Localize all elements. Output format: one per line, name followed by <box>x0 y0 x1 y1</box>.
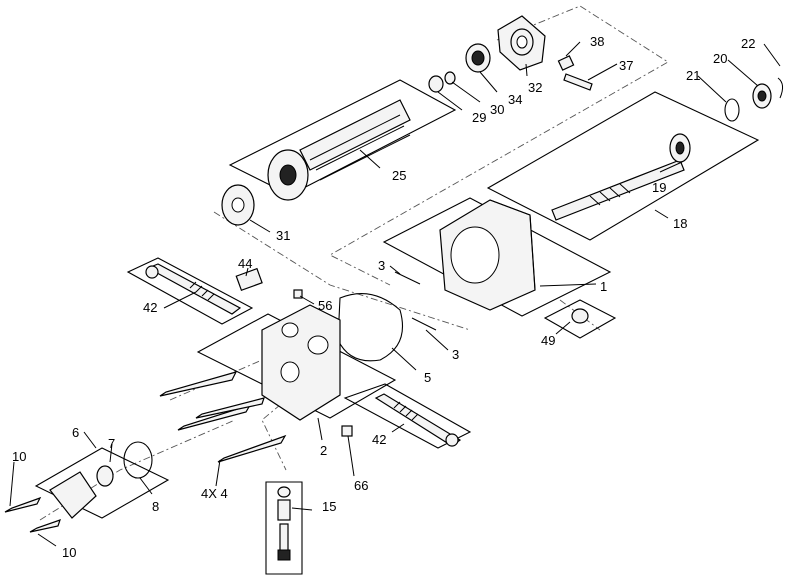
part-30-ring <box>444 71 456 85</box>
callout-30: 30 <box>490 102 504 117</box>
callout-6: 6 <box>72 425 79 440</box>
callout-66: 66 <box>354 478 368 493</box>
part-34-ring <box>465 43 491 73</box>
part-38-block <box>557 55 575 71</box>
part-66-plug <box>341 425 353 437</box>
part-29-seal <box>428 75 444 93</box>
part-6-cover <box>49 465 114 519</box>
callout-1: 1 <box>600 279 607 294</box>
callout-42-upper: 42 <box>143 300 157 315</box>
part-10-screw-upper <box>4 496 42 513</box>
callout-4x4: 4X 4 <box>201 486 228 501</box>
callout-3-upper: 3 <box>378 258 385 273</box>
callout-56: 56 <box>318 298 332 313</box>
part-31-port-plate <box>221 184 255 226</box>
part-49-bearing <box>571 308 589 324</box>
part-21-ring <box>724 98 740 122</box>
frame-49 <box>543 299 617 339</box>
callout-7: 7 <box>108 436 115 451</box>
callout-8: 8 <box>152 499 159 514</box>
part-18-shaft <box>551 159 685 221</box>
part-56-plug <box>293 289 303 299</box>
callout-20: 20 <box>713 51 727 66</box>
frame-18 <box>486 91 760 241</box>
callout-34: 34 <box>508 92 522 107</box>
callout-19: 19 <box>652 180 666 195</box>
part-22-clip <box>777 77 784 99</box>
part-15-valve <box>277 486 291 561</box>
part-2-end-cap <box>261 304 341 421</box>
part-1-housing <box>439 199 536 311</box>
part-25-rotating-group <box>267 99 411 201</box>
callout-10-lower: 10 <box>62 545 76 560</box>
part-10-screw-lower <box>29 519 61 533</box>
callout-10-upper: 10 <box>12 449 26 464</box>
part-37-shaft <box>563 73 593 91</box>
callout-21: 21 <box>686 68 700 83</box>
callout-44: 44 <box>238 256 252 271</box>
part-3-pin-upper <box>394 271 421 285</box>
callout-42-lower: 42 <box>372 432 386 447</box>
callout-49: 49 <box>541 333 555 348</box>
part-42-valve-upper <box>145 263 242 315</box>
part-3-pin-lower <box>411 317 437 331</box>
callout-29: 29 <box>472 110 486 125</box>
part-42-valve-lower <box>374 393 462 447</box>
frame-15 <box>265 481 303 575</box>
callout-31: 31 <box>276 228 290 243</box>
callout-2: 2 <box>320 443 327 458</box>
part-5-gasket <box>337 293 404 362</box>
part-32-cover <box>497 15 546 71</box>
leader-lines <box>9 41 781 547</box>
parts <box>4 15 784 561</box>
callout-5: 5 <box>424 370 431 385</box>
callout-37: 37 <box>619 58 633 73</box>
callout-32: 32 <box>528 80 542 95</box>
callout-15: 15 <box>322 499 336 514</box>
part-4-bolts <box>159 371 287 463</box>
part-8-o-ring <box>123 441 153 479</box>
callout-25: 25 <box>392 168 406 183</box>
frame-42-lower <box>343 383 472 449</box>
callout-labels: 38 37 22 20 21 32 34 30 29 25 19 18 31 3… <box>12 34 755 560</box>
callout-3-lower: 3 <box>452 347 459 362</box>
group-frames <box>34 79 760 575</box>
callout-22: 22 <box>741 36 755 51</box>
frame-42-upper <box>126 257 254 325</box>
part-44-label <box>235 267 263 292</box>
callout-18: 18 <box>673 216 687 231</box>
callout-38: 38 <box>590 34 604 49</box>
